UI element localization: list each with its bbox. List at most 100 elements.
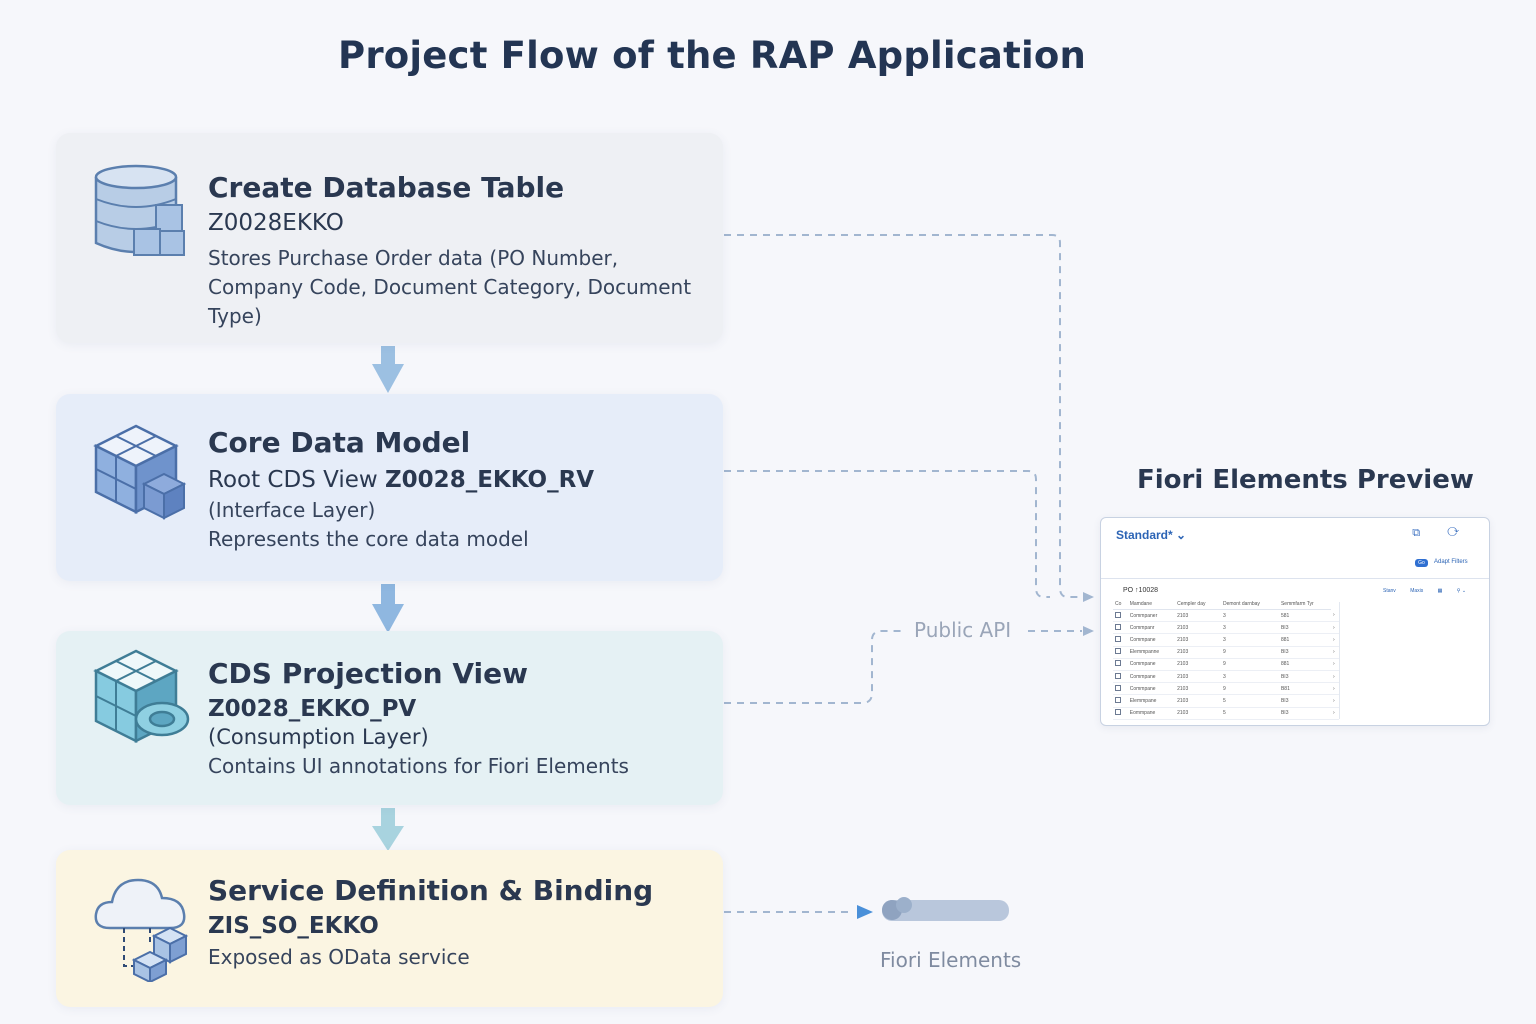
row-navigation-icon[interactable]: › — [1330, 670, 1339, 684]
step-description-line: Type) — [208, 304, 262, 328]
checkbox-icon[interactable] — [1115, 635, 1121, 642]
row-checkbox[interactable] — [1113, 621, 1128, 635]
column-header[interactable]: Co — [1113, 599, 1128, 610]
row-navigation-icon[interactable]: › — [1330, 682, 1339, 696]
row-navigation-icon[interactable]: › — [1330, 707, 1339, 720]
step-description-line: (Consumption Layer) — [208, 725, 429, 749]
table-cell: 2103 — [1175, 609, 1221, 623]
connector-projection-to-api — [724, 630, 905, 704]
cube-model-icon — [92, 422, 192, 522]
flow-arrow-1 — [372, 346, 404, 393]
column-header[interactable]: Mamdane — [1127, 599, 1176, 610]
row-navigation-icon[interactable]: › — [1330, 633, 1339, 647]
database-icon — [92, 163, 192, 263]
table-cell: Elemmpanne — [1127, 646, 1176, 659]
table-cell: 2103 — [1175, 694, 1221, 708]
row-checkbox[interactable] — [1113, 609, 1128, 623]
column-header[interactable]: Demont darnbay — [1220, 599, 1279, 610]
step-object-name: ZIS_SO_EKKO — [208, 913, 379, 939]
row-navigation-icon[interactable]: › — [1330, 621, 1339, 635]
step-object-name: Z0028EKKO — [208, 210, 344, 236]
step-card-core-data-model: Core Data Model Root CDS View Z0028_EKKO… — [56, 394, 723, 581]
row-checkbox[interactable] — [1113, 682, 1128, 696]
filter-bar: Standard* ⌄ ⧉ ⟳ Go Adapt Filters — [1101, 518, 1489, 579]
connector-arrowhead-db — [1083, 592, 1094, 602]
table-cell: BI3 — [1278, 646, 1331, 659]
row-navigation-icon[interactable]: › — [1330, 658, 1339, 671]
checkbox-icon[interactable] — [1115, 660, 1121, 667]
table-toolbar-button[interactable]: Stanv — [1383, 588, 1396, 594]
table-cell: Commpane — [1127, 633, 1176, 647]
checkbox-icon[interactable] — [1115, 672, 1121, 679]
row-checkbox[interactable] — [1113, 658, 1128, 671]
checkbox-icon[interactable] — [1115, 696, 1121, 703]
go-button[interactable]: Go — [1415, 559, 1428, 567]
row-navigation-icon[interactable]: › — [1330, 609, 1339, 623]
fiori-preview-window: Standard* ⌄ ⧉ ⟳ Go Adapt Filters PO ↑100… — [1100, 517, 1490, 726]
row-checkbox[interactable] — [1113, 646, 1128, 659]
table-cell: 2103 — [1175, 707, 1221, 720]
table-cell: 581 — [1278, 609, 1331, 623]
connector-arrowhead-api — [1083, 626, 1094, 636]
checkbox-icon[interactable] — [1115, 648, 1121, 655]
row-checkbox[interactable] — [1113, 670, 1128, 684]
page-title: Project Flow of the RAP Application — [338, 34, 1087, 77]
table-cell: 3 — [1220, 633, 1279, 647]
step-description-line: Represents the core data model — [208, 527, 529, 551]
table-cell: 2103 — [1175, 670, 1221, 684]
cloud-service-icon — [92, 870, 192, 984]
preview-toolbar-icons[interactable]: ⧉ ⟳ — [1412, 527, 1471, 539]
checkbox-icon[interactable] — [1115, 623, 1121, 630]
step-description-line: Stores Purchase Order data (PO Number, — [208, 246, 619, 270]
variant-selector[interactable]: Standard* ⌄ — [1116, 528, 1187, 542]
table-cell: 9 — [1220, 646, 1279, 659]
table-cell: 3 — [1220, 609, 1279, 623]
step-object-prefix: Root CDS View — [208, 467, 385, 493]
row-checkbox[interactable] — [1113, 694, 1128, 708]
table-cell: 2103 — [1175, 621, 1221, 635]
table-cell: 9 — [1220, 682, 1279, 696]
cube-projection-icon — [92, 647, 192, 747]
table-cell: 9 — [1220, 658, 1279, 671]
adapt-filters-button[interactable]: Adapt Filters — [1434, 559, 1468, 565]
step-card-service-definition: Service Definition & Binding ZIS_SO_EKKO… — [56, 850, 723, 1007]
step-card-cds-projection-view: CDS Projection View Z0028_EKKO_PV (Consu… — [56, 631, 723, 805]
flow-arrow-3 — [372, 808, 404, 851]
row-navigation-icon[interactable]: › — [1330, 694, 1339, 708]
table-cell: Commpane — [1127, 658, 1176, 671]
table-toolbar-button[interactable]: Maxis — [1410, 588, 1424, 594]
checkbox-icon[interactable] — [1115, 684, 1121, 691]
step-heading: Create Database Table — [208, 171, 565, 204]
row-checkbox[interactable] — [1113, 707, 1128, 720]
table-cell: BI3 — [1278, 707, 1331, 720]
connector-model-to-preview — [724, 470, 1050, 598]
step-heading: Core Data Model — [208, 426, 471, 459]
table-search-icon[interactable]: ⚲ ⌄ — [1456, 588, 1467, 594]
table-cell: 2103 — [1175, 646, 1221, 659]
table-cell: Commpanr — [1127, 621, 1176, 635]
column-header[interactable]: Semmfarm Tyr — [1278, 599, 1331, 610]
step-description-line: Company Code, Document Category, Documen… — [208, 275, 692, 299]
fiori-elements-bar — [882, 897, 1009, 921]
step-object-name: Z0028_EKKO_PV — [208, 696, 417, 722]
table-toolbar: Stanv Maxis ▦ ⚲ ⌄ — [1383, 588, 1479, 594]
checkbox-icon[interactable] — [1115, 611, 1121, 618]
connector-db-to-preview — [724, 234, 1082, 598]
column-header[interactable]: Cempler day — [1175, 599, 1221, 610]
checkbox-icon[interactable] — [1115, 709, 1121, 716]
table-cell: 2103 — [1175, 658, 1221, 671]
table-cell: 881 — [1278, 658, 1331, 671]
results-table: Co Mamdane Cempler day Demont darnbay Se… — [1113, 599, 1339, 720]
row-navigation-icon[interactable]: › — [1330, 646, 1339, 659]
table-settings-icon[interactable]: ▦ — [1437, 588, 1443, 594]
row-checkbox[interactable] — [1113, 633, 1128, 647]
